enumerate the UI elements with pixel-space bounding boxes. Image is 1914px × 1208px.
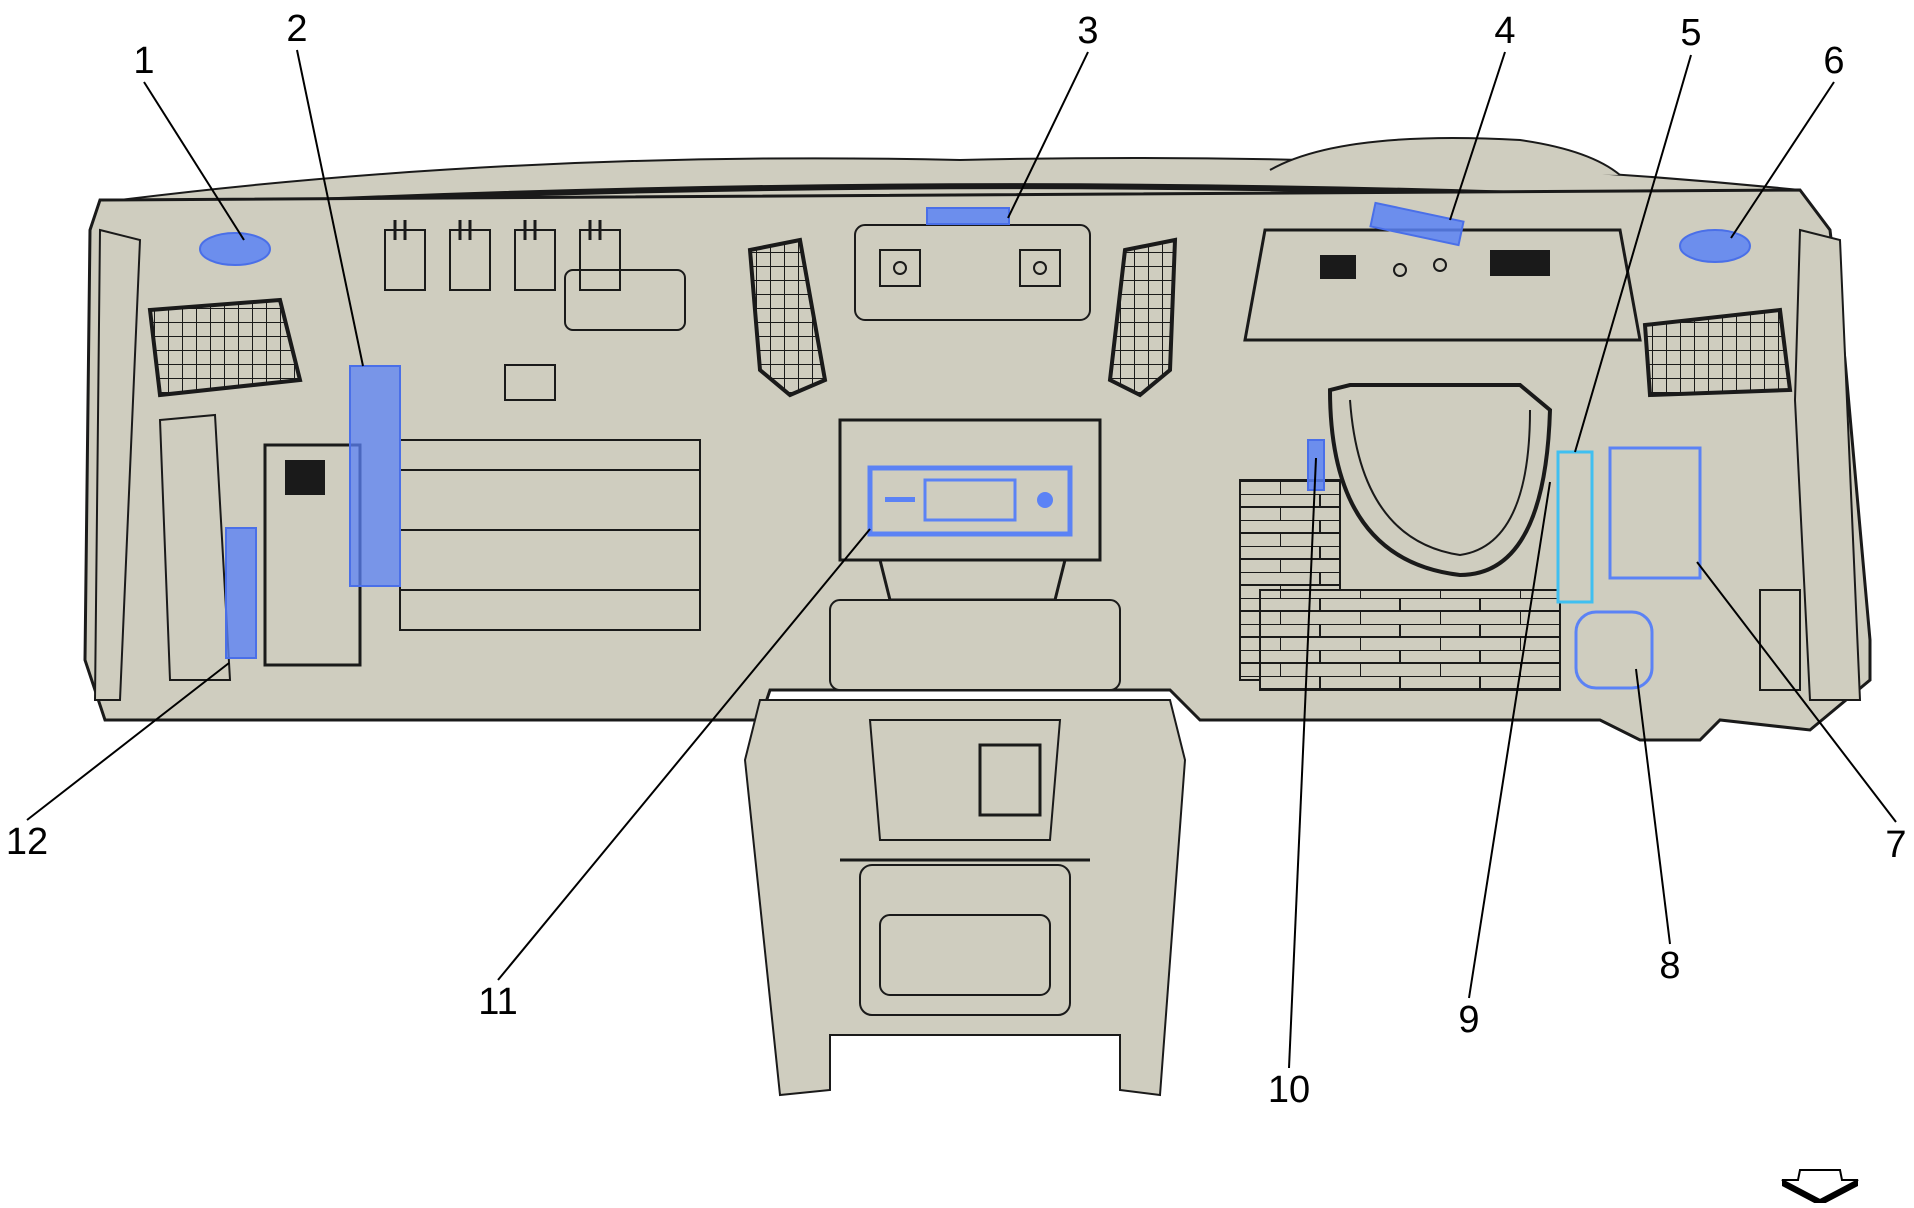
callout-label-1: 1 [131, 40, 157, 82]
leader-line-10 [1288, 457, 1317, 1069]
leader-line-3 [1007, 51, 1089, 219]
leader-line-6 [1730, 81, 1835, 239]
component-11-radio-control [867, 465, 1073, 537]
component-3-center-sensor [926, 207, 1010, 225]
callout-label-4: 4 [1492, 10, 1518, 52]
leader-line-1 [143, 81, 245, 241]
callout-label-9: 9 [1456, 999, 1482, 1041]
top-connectors [384, 220, 621, 291]
callout-label-5: 5 [1678, 12, 1704, 54]
leader-line-4 [1449, 51, 1506, 221]
leader-line-11 [497, 528, 871, 981]
side-vents [147, 297, 1793, 398]
component-6-tweeter-right [1679, 229, 1751, 263]
callout-label-11: 11 [476, 981, 520, 1023]
center-console [743, 699, 1187, 1097]
component-9-steering-module [1556, 450, 1594, 604]
callout-label-8: 8 [1657, 945, 1683, 987]
component-7-right-module [1608, 446, 1702, 580]
callout-label-6: 6 [1821, 40, 1847, 82]
center-vents [747, 224, 1178, 691]
callout-label-2: 2 [284, 8, 310, 50]
instrument-cluster-area [1239, 228, 1801, 691]
highlighted-components [199, 201, 1751, 690]
leader-line-2 [296, 49, 364, 367]
component-8-ignition [1574, 610, 1654, 690]
component-1-tweeter-left [199, 232, 271, 266]
component-2-module-strip [349, 365, 401, 587]
view-arrow-down-icon [1781, 1169, 1859, 1206]
leader-line-12 [26, 662, 230, 821]
component-12-lower-module [225, 527, 257, 659]
leader-line-8 [1635, 668, 1671, 945]
callout-leader-lines [26, 49, 1897, 1069]
leader-line-5 [1574, 54, 1692, 453]
leader-line-7 [1696, 561, 1897, 823]
callout-label-7: 7 [1883, 824, 1909, 866]
component-4-cluster-connector [1369, 201, 1465, 247]
callout-label-3: 3 [1075, 10, 1101, 52]
callout-label-12: 12 [3, 821, 51, 863]
callout-label-10: 10 [1265, 1069, 1313, 1111]
leader-line-9 [1468, 481, 1551, 999]
